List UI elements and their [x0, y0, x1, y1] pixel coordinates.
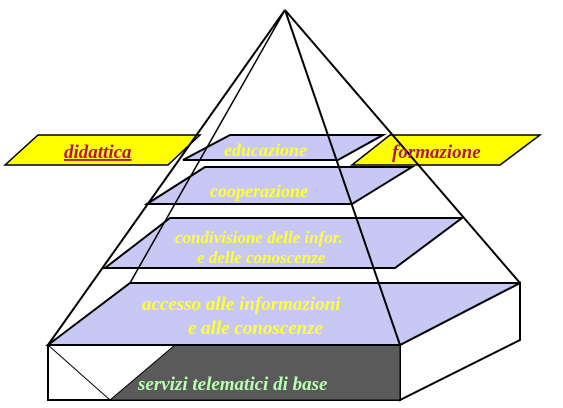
side-panel-didattica: [3, 134, 202, 166]
pyramid-edge-center: [284, 9, 401, 346]
layer-condivisione: [102, 217, 466, 269]
label-didattica: didattica: [64, 142, 132, 163]
label-educazione: educazione: [224, 140, 307, 160]
base-inner-line: [47, 344, 111, 401]
label-cooperazione: cooperazione: [210, 181, 308, 201]
label-condivisione-line2: e delle conoscenze: [197, 248, 326, 267]
pyramid-edge-back-left: [129, 9, 286, 284]
label-formazione: formazione: [392, 142, 481, 163]
layer-educazione: [182, 134, 387, 161]
label-accesso-line2: e alle conoscenze: [188, 318, 324, 339]
label-condivisione-line1: condivisione delle infor.: [175, 228, 343, 247]
pyramid-edge-back: [284, 9, 521, 284]
label-servizi-base: servizi telematici di base: [137, 374, 328, 395]
label-accesso-line1: accesso alle informazioni: [142, 294, 341, 315]
layer-cooperazione: [143, 166, 416, 205]
pyramid-edge-left: [47, 9, 286, 346]
